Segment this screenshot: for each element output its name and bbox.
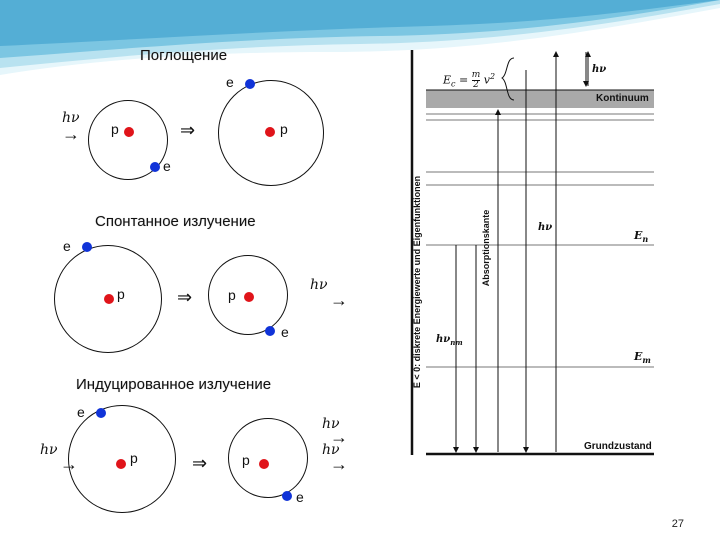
induced-photon-out-label: hν <box>322 416 340 432</box>
photon-arrow-icon: → <box>330 427 348 447</box>
spontaneous-photon-label: hν <box>310 277 328 293</box>
spontaneous-orbit-before <box>54 245 162 353</box>
spontaneous-orbit-after <box>208 255 288 335</box>
electron-dot <box>265 326 275 336</box>
electron-label: e <box>63 238 71 254</box>
level-n-label: En <box>634 229 649 245</box>
induced-photon-in-label: hν <box>40 442 58 458</box>
electron-dot <box>245 79 255 89</box>
proton-label: p <box>242 452 250 468</box>
proton-label: p <box>228 287 236 303</box>
absorption-title: Поглощение <box>140 47 228 64</box>
photon-mid-label: hν <box>538 222 553 233</box>
electron-label: e <box>163 158 171 174</box>
electron-dot <box>282 491 292 501</box>
electron-label: e <box>226 74 234 90</box>
electron-label: e <box>296 489 304 505</box>
absorption-orbit-after <box>218 80 324 186</box>
kinetic-energy-equation: Ec = m 2 v2 <box>443 70 496 90</box>
photon-top-label: hν <box>592 64 607 75</box>
continuum-label: Kontinuum <box>596 93 649 104</box>
level-m-label: Em <box>634 350 651 366</box>
proton-dot <box>116 459 126 469</box>
proton-label: p <box>111 121 119 137</box>
electron-label: e <box>281 324 289 340</box>
photon-arrow-icon: → <box>330 290 348 310</box>
photon-arrow-icon: → <box>330 454 348 474</box>
absorption-photon-label: hν <box>62 110 80 126</box>
proton-dot <box>259 459 269 469</box>
proton-dot <box>265 127 275 137</box>
induced-orbit-after <box>228 418 308 498</box>
proton-dot <box>244 292 254 302</box>
spontaneous-title: Спонтанное излучение <box>95 213 256 230</box>
proton-label: p <box>117 286 125 302</box>
electron-dot <box>150 162 160 172</box>
proton-label: p <box>280 121 288 137</box>
absorption-edge-label: Absorptionskante <box>481 209 491 287</box>
induced-photon-out-label: hν <box>322 442 340 458</box>
photon-nm-label: hνnm <box>436 334 463 347</box>
implies-arrow-icon: ⇒ <box>192 453 208 474</box>
implies-arrow-icon: ⇒ <box>180 120 196 141</box>
proton-dot <box>104 294 114 304</box>
proton-label: p <box>130 450 138 466</box>
induced-title: Индуцированное излучение <box>76 376 272 393</box>
electron-dot <box>96 408 106 418</box>
implies-arrow-icon: ⇒ <box>177 287 193 308</box>
proton-dot <box>124 127 134 137</box>
photon-arrow-icon: → <box>60 454 78 474</box>
energy-axis-label: E < 0: diskrete Energiewerte und Eigenfu… <box>412 175 422 389</box>
photon-arrow-icon: → <box>62 124 80 144</box>
ground-state-label: Grundzustand <box>584 441 652 452</box>
energy-level-diagram <box>410 50 656 460</box>
continuum-band <box>426 90 654 108</box>
page-number: 27 <box>671 518 684 530</box>
absorption-orbit-before <box>88 100 168 180</box>
electron-label: e <box>77 404 85 420</box>
electron-dot <box>82 242 92 252</box>
induced-orbit-before <box>68 405 176 513</box>
header-wave-decoration <box>0 0 720 75</box>
